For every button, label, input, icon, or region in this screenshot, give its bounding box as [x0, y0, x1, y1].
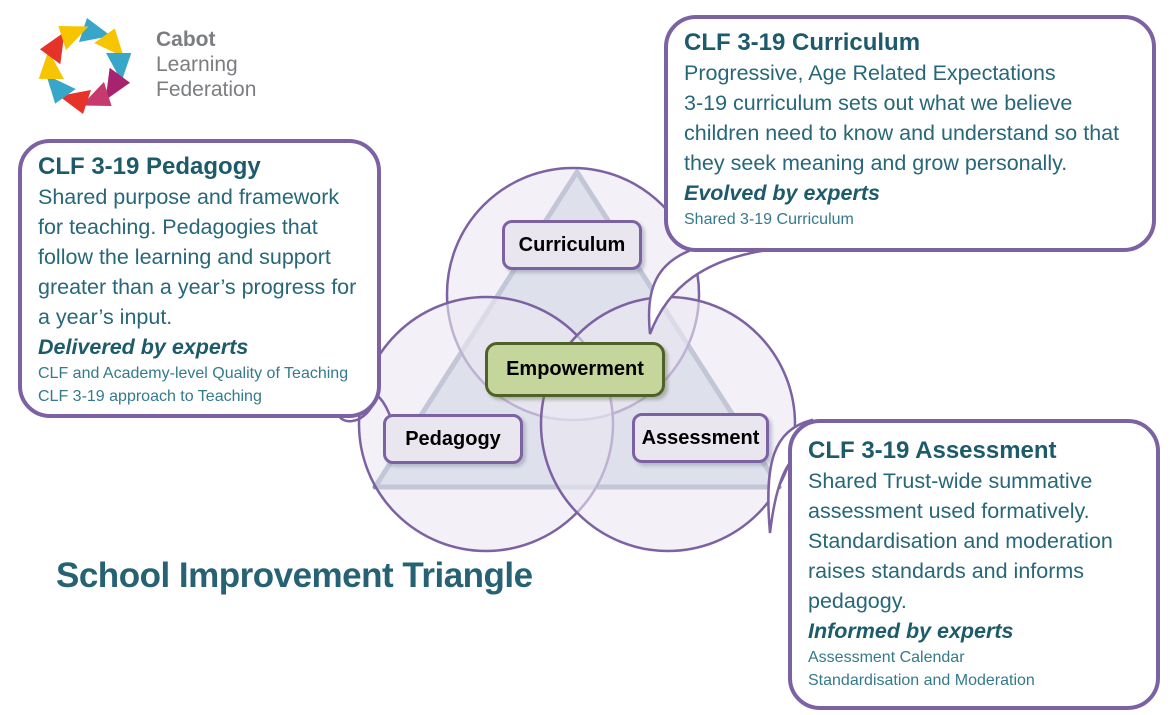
assessment-callout-experts: Informed by experts	[808, 619, 1014, 643]
pedagogy-callout-experts: Delivered by experts	[38, 335, 249, 359]
node-empowerment-label: Empowerment	[506, 358, 644, 380]
curriculum-callout-heading: CLF 3-19 Curriculum	[684, 29, 921, 56]
assessment-callout-body: Shared Trust-wide summative assessment u…	[808, 469, 1113, 613]
logo-line-3: Federation	[156, 77, 257, 101]
curriculum-callout: CLF 3-19 Curriculum Progressive, Age Rel…	[664, 15, 1156, 252]
pedagogy-callout-note-1: CLF and Academy-level Quality of Teachin…	[38, 365, 349, 382]
node-assessment-label: Assessment	[641, 426, 760, 449]
node-curriculum-label: Curriculum	[518, 233, 626, 256]
curriculum-callout-body-1: Progressive, Age Related Expectations	[684, 61, 1056, 85]
curriculum-callout-tail	[647, 245, 769, 335]
node-empowerment: Empowerment	[485, 342, 665, 397]
clf-logo: Cabot Learning Federation	[24, 6, 256, 122]
assessment-callout-note-1: Assessment Calendar	[808, 649, 965, 666]
node-pedagogy-label: Pedagogy	[405, 427, 501, 450]
pedagogy-callout: CLF 3-19 Pedagogy Shared purpose and fra…	[18, 139, 381, 418]
assessment-callout-note-2: Standardisation and Moderation	[808, 672, 1035, 689]
pedagogy-callout-heading: CLF 3-19 Pedagogy	[38, 153, 261, 180]
logo-line-2: Learning	[156, 52, 238, 76]
logo-line-1: Cabot	[156, 27, 216, 51]
pedagogy-callout-note-2: CLF 3-19 approach to Teaching	[38, 388, 262, 405]
clf-logo-text: Cabot Learning Federation	[156, 27, 256, 102]
node-assessment: Assessment	[632, 413, 769, 463]
page-title: School Improvement Triangle	[56, 556, 533, 595]
assessment-callout-heading: CLF 3-19 Assessment	[808, 437, 1057, 464]
curriculum-callout-experts: Evolved by experts	[684, 181, 880, 205]
assessment-callout: CLF 3-19 Assessment Shared Trust-wide su…	[788, 419, 1160, 710]
clf-pinwheel-icon	[38, 18, 132, 114]
curriculum-callout-note-1: Shared 3-19 Curriculum	[684, 211, 854, 228]
pedagogy-callout-body: Shared purpose and framework for teachin…	[38, 185, 357, 329]
node-pedagogy: Pedagogy	[383, 414, 523, 464]
curriculum-callout-body-2: 3-19 curriculum sets out what we believe…	[684, 91, 1120, 175]
node-curriculum: Curriculum	[502, 220, 642, 270]
